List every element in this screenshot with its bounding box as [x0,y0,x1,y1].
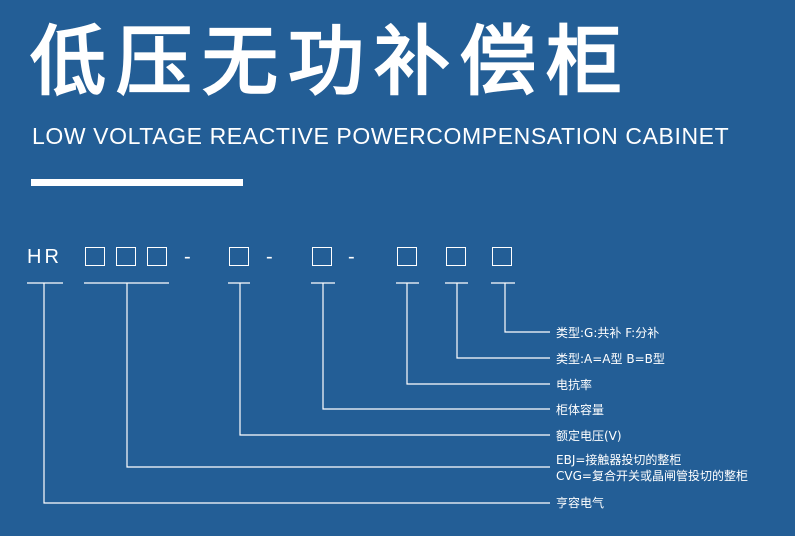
leader-voltage [239,283,550,436]
code-box-3 [147,247,167,266]
page-subtitle: LOW VOLTAGE REACTIVE POWERCOMPENSATION C… [32,123,730,149]
label-ebj: EBJ=接触器投切的整柜 [556,453,682,467]
page-title: 低压无功补偿柜 [30,17,632,106]
title-underline [31,179,243,186]
leader-series [126,283,550,468]
leader-type-ab [456,283,550,359]
code-dash-3: - [348,246,358,268]
code-box-2 [116,247,136,266]
code-box-6 [397,247,417,266]
leader-type-gf [504,283,550,333]
code-box-1 [85,247,105,266]
code-box-5 [312,247,332,266]
label-type-gf: 类型:G:共补 F:分补 [556,326,660,340]
code-box-7 [446,247,466,266]
label-reactance-rate: 电抗率 [556,378,593,392]
label-cabinet-capacity: 柜体容量 [556,403,605,417]
leader-capacity [322,283,550,410]
leader-reactance [406,283,550,385]
code-dash-2: - [266,246,276,268]
label-type-ab: 类型:A=A型 B=B型 [556,352,665,366]
code-dash-1: - [184,246,194,268]
leader-brand [43,283,550,504]
label-cvg: CVG=复合开关或晶闸管投切的整柜 [556,469,748,483]
code-box-4 [229,247,249,266]
label-rated-voltage: 额定电压(V) [556,429,622,443]
code-box-8 [492,247,512,266]
label-brand: 亨容电气 [556,496,605,510]
code-prefix: HR [27,246,62,268]
